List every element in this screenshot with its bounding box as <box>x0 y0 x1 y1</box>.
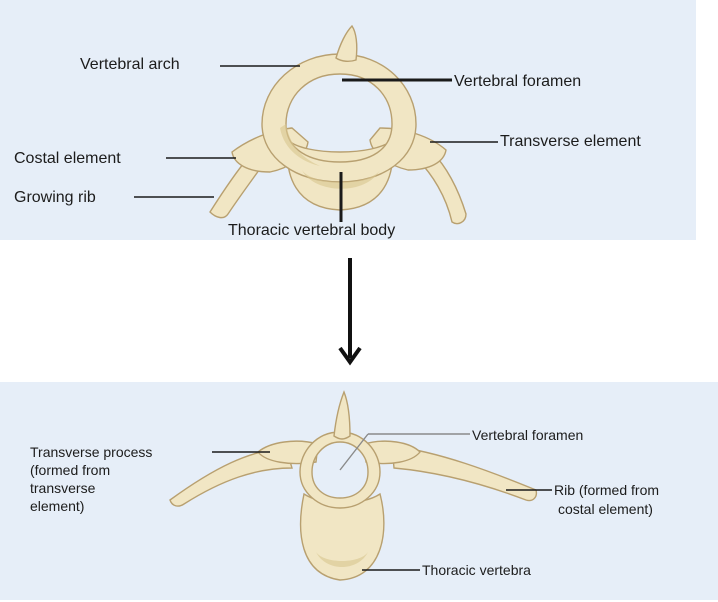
adult-vertebra-panel: Transverse process (formed from transver… <box>0 382 718 600</box>
label-vertebral-foramen: Vertebral foramen <box>454 73 582 90</box>
label-growing-rib: Growing rib <box>14 189 96 206</box>
right-growing-rib <box>416 151 467 225</box>
label-rib-line-1: Rib (formed from <box>554 482 660 498</box>
down-arrow-icon <box>338 258 362 366</box>
label-transverse-process-line-1: Transverse process <box>30 444 153 460</box>
arch-shading <box>280 124 320 166</box>
label-transverse-process-line-4: element) <box>30 498 85 514</box>
arrow-head <box>338 346 362 366</box>
leader-lines <box>134 65 498 222</box>
label-costal-element: Costal element <box>14 150 121 167</box>
label-vertebral-foramen: Vertebral foramen <box>472 427 584 443</box>
label-thoracic-vertebral-body: Thoracic vertebral body <box>228 222 396 239</box>
body-shading <box>302 170 380 189</box>
spinous-element <box>335 24 358 63</box>
left-growing-rib <box>209 157 264 219</box>
left-rib <box>169 447 293 507</box>
label-vertebral-arch: Vertebral arch <box>80 56 180 73</box>
label-transverse-process-line-3: transverse <box>30 480 96 496</box>
leader-lines <box>212 433 552 571</box>
vertebral-arch <box>299 431 381 509</box>
adult-thoracic-vertebra <box>169 390 538 581</box>
label-thoracic-vertebra: Thoracic vertebra <box>422 562 531 578</box>
body-shading <box>316 552 368 567</box>
adult-vertebra-illustration <box>0 382 718 600</box>
developing-vertebra-illustration <box>0 0 696 240</box>
label-transverse-element: Transverse element <box>500 133 641 150</box>
right-rib <box>391 445 538 502</box>
developing-vertebra <box>209 24 467 225</box>
developing-vertebra-panel: Vertebral arch Vertebral foramen Transve… <box>0 0 696 240</box>
leader-vertebral-foramen <box>339 433 369 471</box>
label-rib-line-2: costal element) <box>558 501 653 517</box>
label-transverse-process-line-2: (formed from <box>30 462 111 478</box>
spinous-process <box>333 390 351 440</box>
